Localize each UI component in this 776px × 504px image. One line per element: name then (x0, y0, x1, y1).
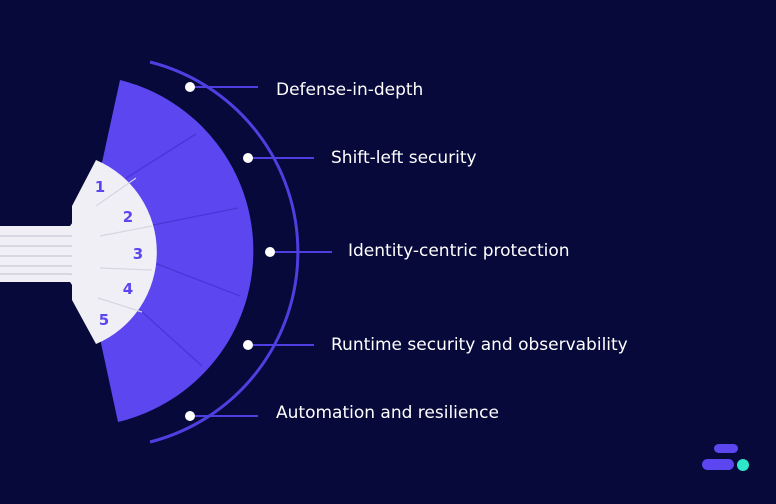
connector-dot-1 (185, 82, 195, 92)
label-runtime-security: Runtime security and observability (331, 335, 628, 355)
connector-dot-3 (265, 247, 275, 257)
label-automation-resilience: Automation and resilience (276, 403, 499, 423)
label-defense-in-depth: Defense-in-depth (276, 80, 424, 100)
connector-dot-2 (243, 153, 253, 163)
segment-number-5: 5 (99, 311, 109, 329)
segment-number-1: 1 (95, 178, 105, 196)
connectors (185, 82, 332, 421)
fan-dividers (119, 133, 241, 367)
brand-logo-icon (702, 444, 749, 471)
connector-dot-4 (243, 340, 253, 350)
label-identity-centric-protection: Identity-centric protection (348, 241, 570, 261)
segment-number-2: 2 (123, 208, 133, 226)
outer-fan (96, 80, 254, 422)
inner-dividers (95, 177, 153, 313)
inner-wedge (72, 160, 157, 344)
connector-dot-5 (185, 411, 195, 421)
label-shift-left-security: Shift-left security (331, 148, 477, 168)
segment-number-3: 3 (133, 245, 143, 263)
segment-number-4: 4 (123, 280, 133, 298)
